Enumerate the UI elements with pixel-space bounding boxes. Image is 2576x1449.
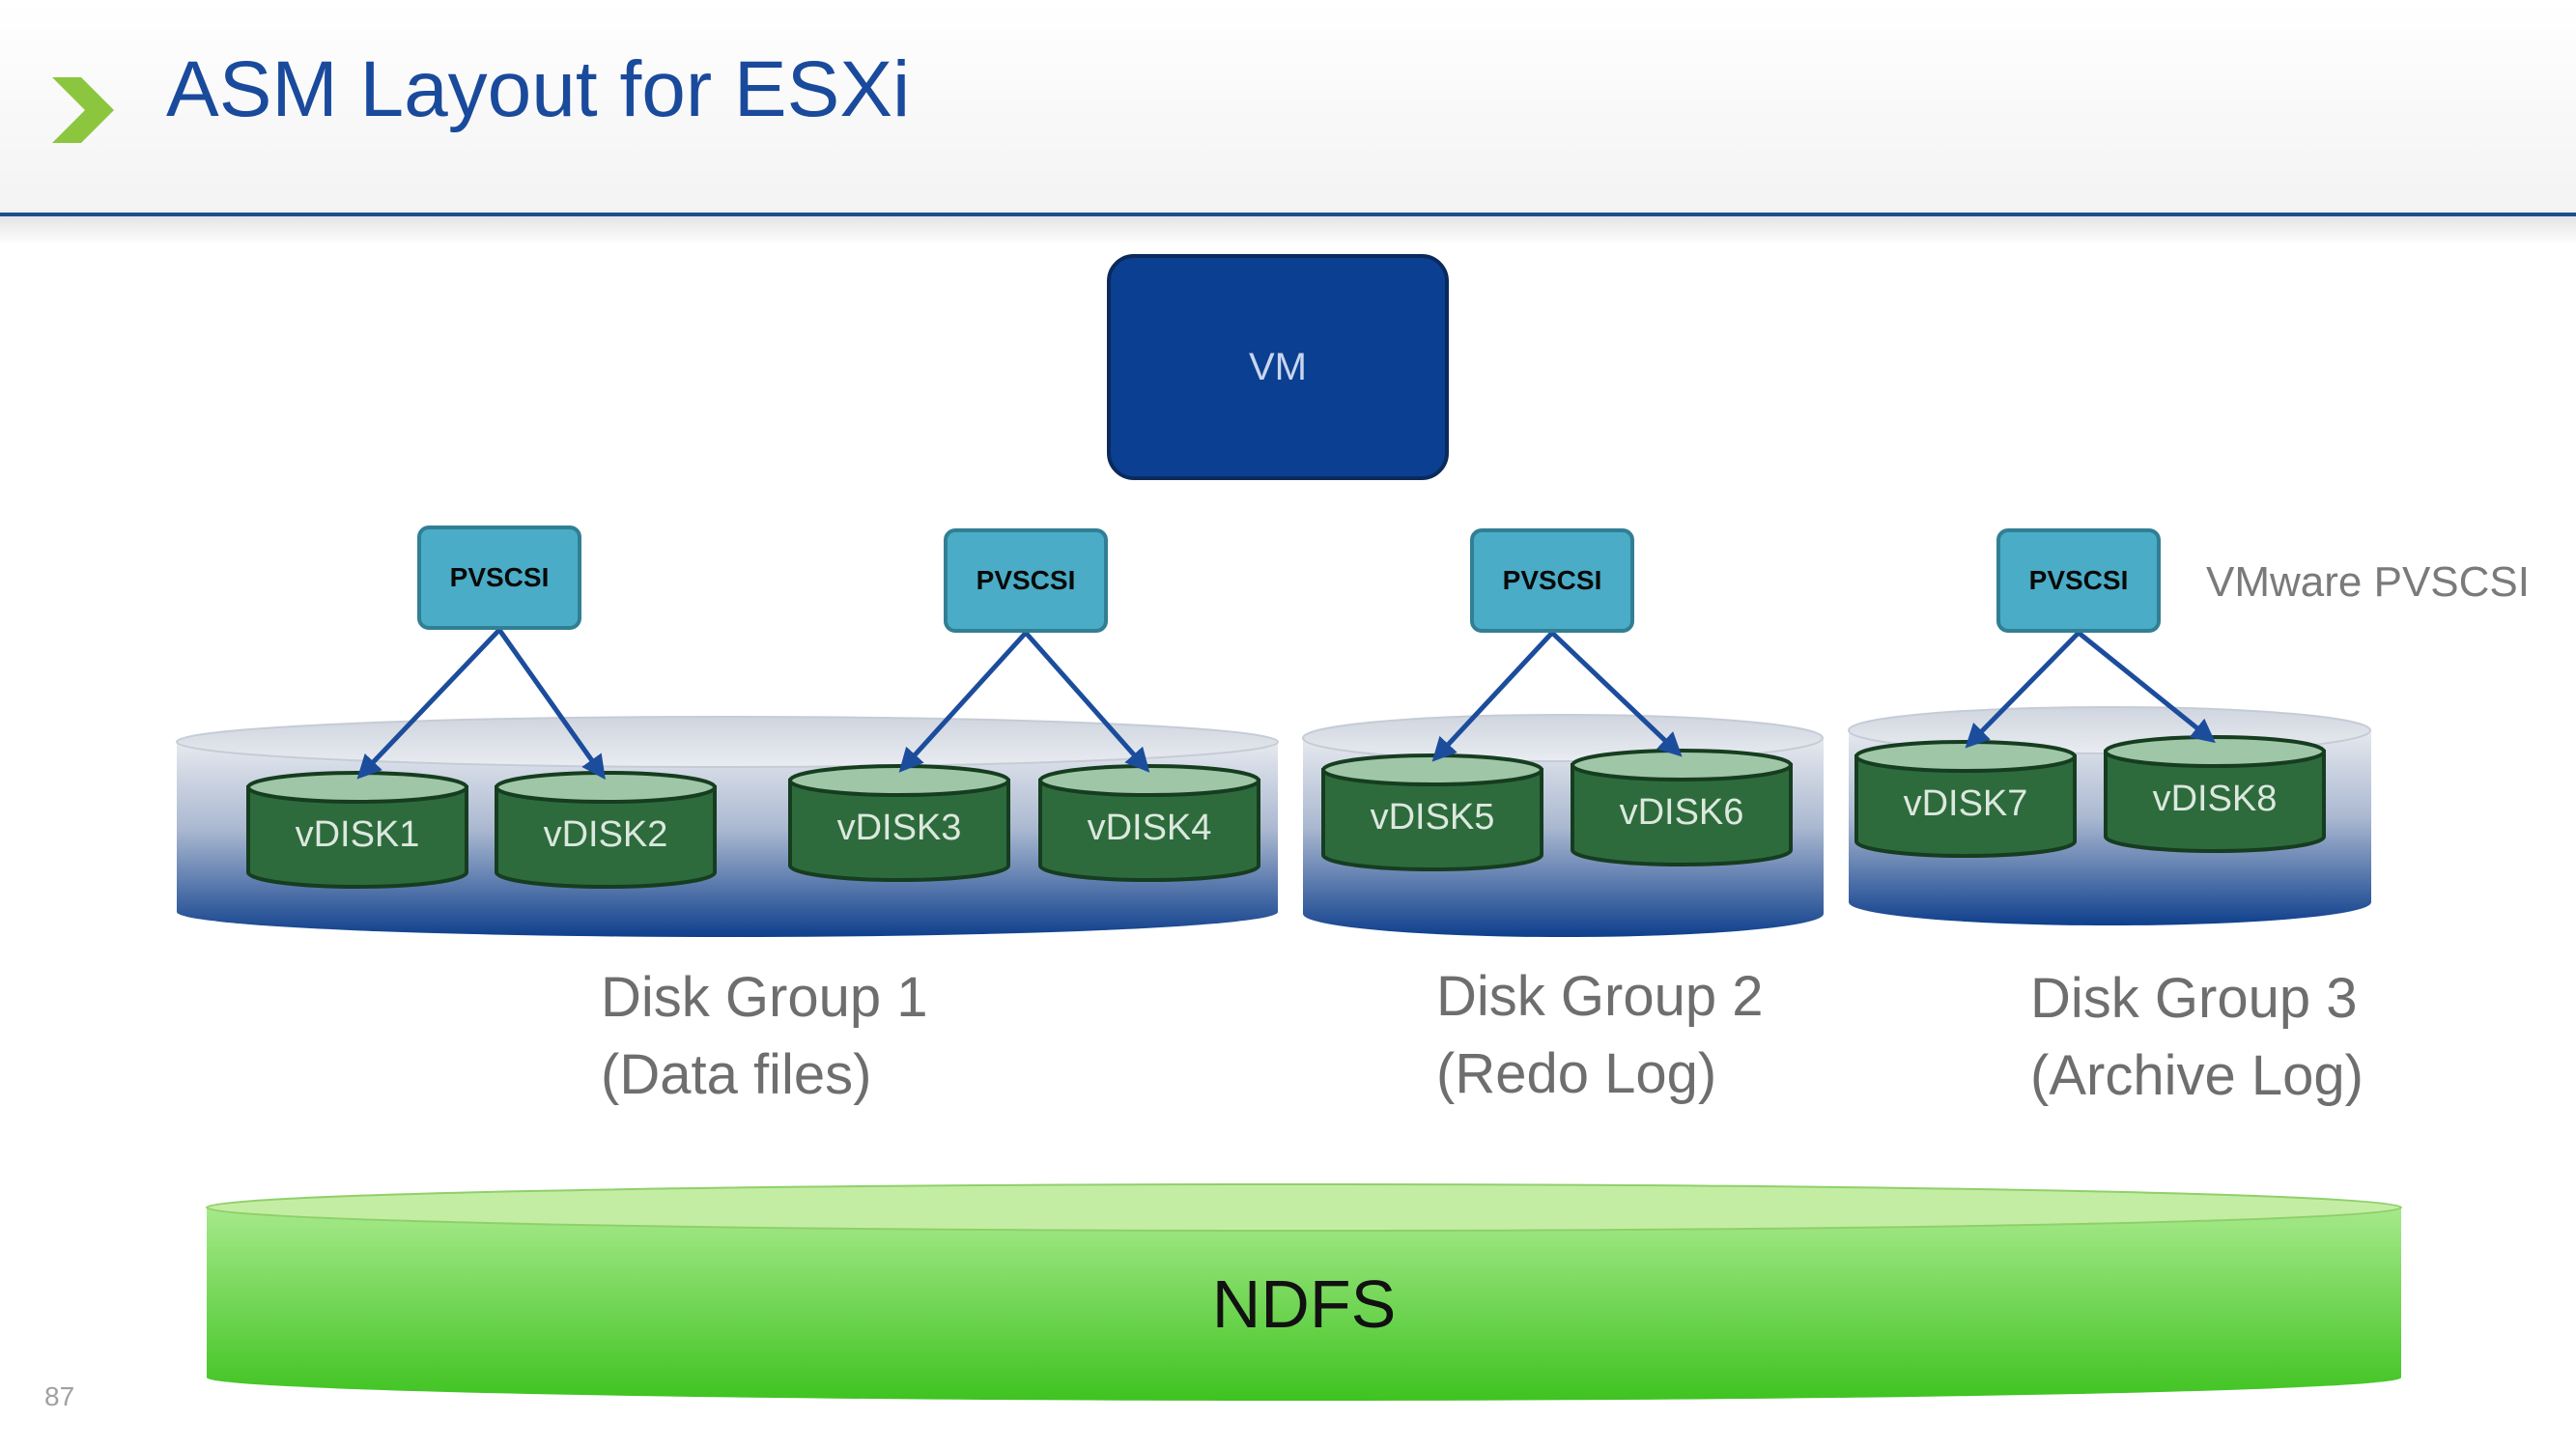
vdisk-7: vDISK7 (1854, 740, 2077, 858)
vmware-pvscsi-caption: VMware PVSCSI (2206, 558, 2530, 606)
disk-group-1-name: Disk Group 1 (601, 966, 928, 1029)
vdisk-label: vDISK7 (1904, 783, 2028, 824)
page-number: 87 (44, 1381, 75, 1411)
pvscsi-controller-1: PVSCSI (417, 526, 581, 630)
disk-group-2-purpose: (Redo Log) (1436, 1042, 1717, 1105)
vdisk-4: vDISK4 (1038, 764, 1260, 882)
ndfs-label: NDFS (1211, 1266, 1397, 1342)
connector-pvscsi-2-vdisk3 (898, 631, 1028, 773)
disk-group-2-caption: Disk Group 2 (Redo Log) (1436, 958, 1763, 1113)
vdisk-1: vDISK1 (246, 771, 468, 889)
slide-header (0, 0, 2576, 214)
connector-pvscsi-1-vdisk1 (356, 628, 501, 780)
disk-group-3-name: Disk Group 3 (2030, 967, 2358, 1030)
vdisk-6: vDISK6 (1571, 749, 1793, 867)
disk-group-2-name: Disk Group 2 (1436, 965, 1764, 1028)
vdisk-5: vDISK5 (1321, 753, 1543, 871)
vdisk-label: vDISK2 (544, 814, 668, 855)
connector-pvscsi-1-vdisk2 (496, 628, 606, 781)
vm-box: VM (1107, 254, 1449, 480)
vdisk-label: vDISK8 (2153, 779, 2278, 819)
connector-pvscsi-3-vdisk5 (1431, 631, 1554, 762)
pvscsi-controller-4: PVSCSI (1996, 528, 2161, 633)
vdisk-label: vDISK5 (1371, 797, 1495, 838)
vdisk-label: vDISK6 (1620, 792, 1744, 833)
header-divider (0, 213, 2576, 216)
vdisk-3: vDISK3 (788, 764, 1010, 882)
connector-pvscsi-4-vdisk8 (2077, 631, 2216, 744)
connector-pvscsi-2-vdisk4 (1024, 631, 1150, 773)
header-shadow (0, 216, 2576, 245)
vdisk-2: vDISK2 (495, 771, 717, 889)
connector-pvscsi-4-vdisk7 (1965, 631, 2081, 749)
slide-title: ASM Layout for ESXi (166, 45, 911, 133)
pvscsi-controller-3: PVSCSI (1470, 528, 1634, 633)
vdisk-8: vDISK8 (2104, 735, 2326, 853)
vdisk-label: vDISK1 (296, 814, 420, 855)
vdisk-label: vDISK3 (837, 808, 962, 848)
chevron-right-icon (52, 77, 114, 143)
disk-group-1-purpose: (Data files) (601, 1043, 872, 1106)
disk-group-1-caption: Disk Group 1 (Data files) (601, 959, 927, 1114)
vdisk-label: vDISK4 (1088, 808, 1212, 848)
ndfs-storage (206, 1183, 2402, 1401)
pvscsi-controller-2: PVSCSI (944, 528, 1108, 633)
disk-group-3-purpose: (Archive Log) (2030, 1044, 2364, 1107)
disk-group-3-caption: Disk Group 3 (Archive Log) (2030, 960, 2364, 1115)
connector-pvscsi-3-vdisk6 (1550, 631, 1683, 757)
